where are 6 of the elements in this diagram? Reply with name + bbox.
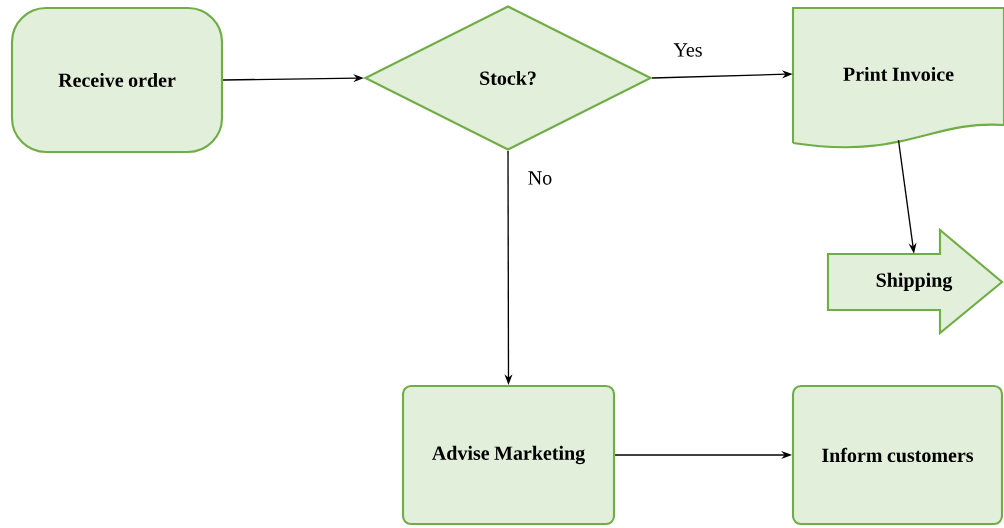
start-box: Receive order: [10, 6, 224, 154]
process-box: Advise Marketing: [401, 384, 616, 526]
edge-label: Yes: [672, 42, 704, 58]
process-box: Inform customers: [791, 384, 1004, 526]
document-shape: Print Invoice: [791, 6, 1004, 149]
edge-label: No: [526, 170, 554, 186]
